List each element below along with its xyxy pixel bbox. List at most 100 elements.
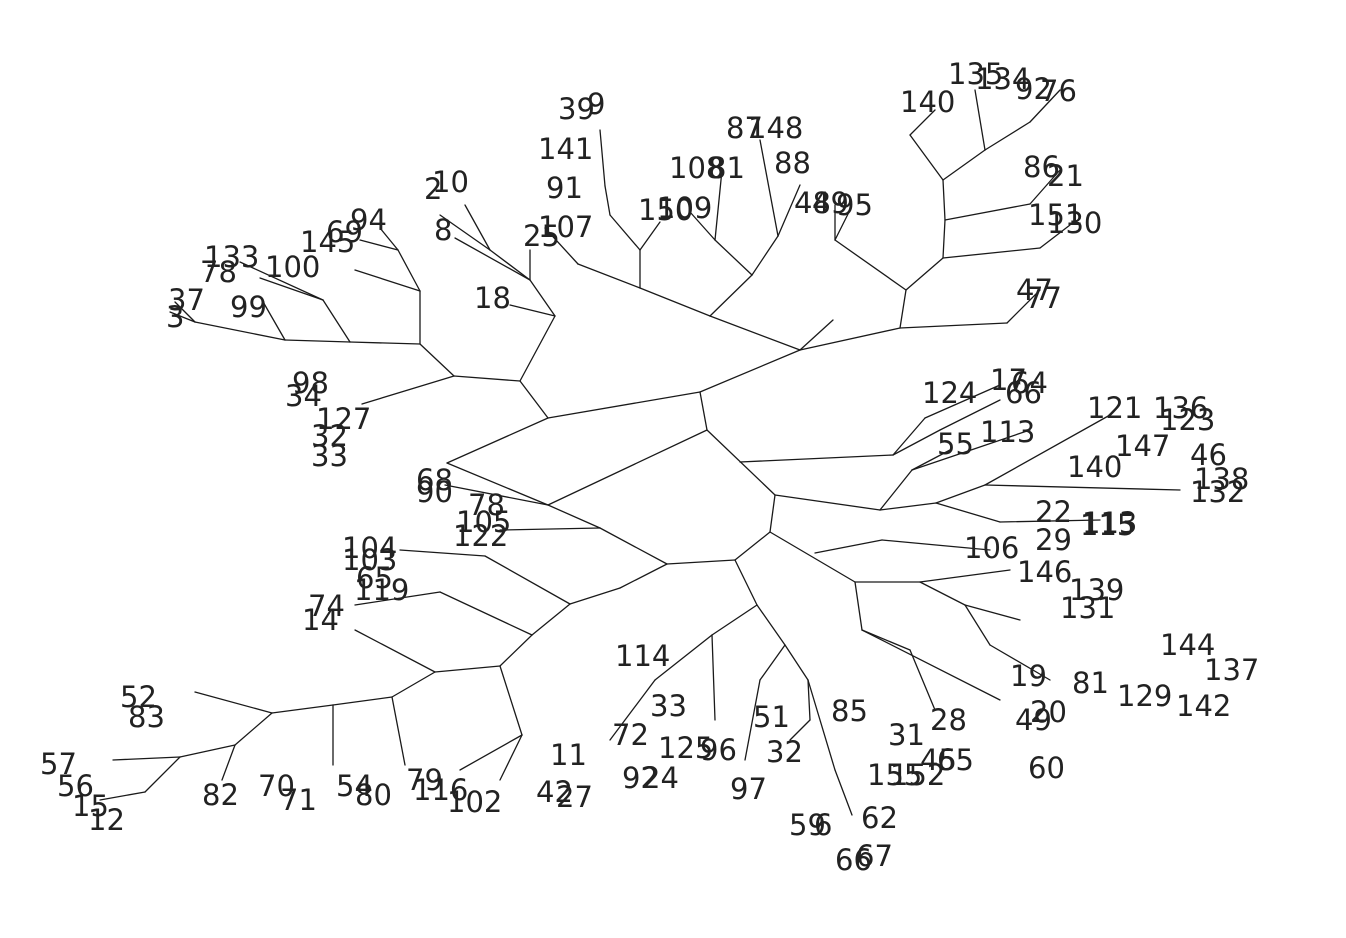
tree-edge	[499, 527, 601, 531]
leaf-label: 124	[922, 376, 977, 410]
leaf-label: 140	[900, 85, 955, 119]
tree-edge	[439, 591, 533, 636]
tree-edge	[1029, 169, 1061, 205]
leaf-label: 14	[302, 603, 339, 637]
leaf-label: 67	[856, 839, 893, 873]
leaf-label: 9	[587, 87, 605, 121]
tree-edge	[984, 414, 1111, 486]
leaf-label: 132	[1190, 475, 1245, 509]
tree-edge	[464, 204, 491, 251]
tree-edge	[284, 339, 351, 343]
tree-edge	[861, 629, 1001, 701]
tree-edge	[499, 734, 523, 781]
tree-edge	[751, 235, 779, 276]
leaf-label: 77	[1025, 281, 1062, 315]
tree-edge	[789, 719, 811, 741]
tree-edge	[453, 375, 521, 382]
tree-edge	[689, 211, 716, 241]
leaf-label: 17	[990, 363, 1027, 397]
tree-edge	[484, 555, 571, 605]
leaf-label: 76	[1040, 74, 1077, 108]
leaf-label: 81	[1072, 666, 1109, 700]
tree-edge	[144, 756, 181, 793]
tree-edge	[814, 539, 883, 554]
tree-edge	[892, 417, 926, 456]
tree-edge	[834, 769, 853, 816]
leaf-label: 141	[538, 132, 593, 166]
tree-edges	[99, 89, 1181, 816]
tree-edge	[879, 502, 937, 511]
leaf-label: 6	[814, 808, 832, 842]
leaf-label: 116	[413, 773, 468, 807]
tree-edge	[354, 629, 436, 673]
tree-edge	[354, 269, 421, 292]
leaf-label: 114	[615, 639, 670, 673]
leaf-label: 49	[812, 186, 849, 220]
leaf-label: 79	[406, 763, 443, 797]
leaf-label: 127	[316, 402, 371, 436]
tree-edge	[744, 679, 761, 761]
tree-edge	[739, 454, 894, 463]
leaf-label: 95	[836, 188, 873, 222]
tree-edge	[964, 604, 991, 646]
tree-edge	[909, 649, 936, 711]
tree-edge	[1006, 289, 1041, 324]
leaf-label: 150	[638, 193, 693, 227]
tree-edge	[769, 531, 856, 583]
tree-edge	[577, 263, 641, 289]
tree-edge	[239, 261, 324, 301]
leaf-label: 135	[948, 57, 1003, 91]
tree-edge	[519, 380, 549, 419]
leaf-label: 34	[285, 379, 322, 413]
tree-edge	[799, 327, 901, 351]
leaf-label: 142	[1176, 689, 1231, 723]
tree-edge	[547, 429, 708, 506]
tree-edge	[942, 149, 986, 181]
tree-edge	[881, 539, 991, 551]
tree-edge	[1039, 224, 1071, 249]
leaf-label: 129	[1117, 679, 1172, 713]
tree-edge	[221, 744, 236, 781]
tree-edge	[391, 671, 436, 698]
leaf-label: 45	[920, 743, 957, 777]
leaf-label: 48	[794, 186, 831, 220]
leaf-label: 15	[72, 789, 109, 823]
tree-edge	[531, 603, 571, 636]
leaf-label: 27	[556, 780, 593, 814]
leaf-label: 88	[774, 146, 811, 180]
tree-edge	[174, 301, 196, 323]
leaf-label: 121	[1087, 391, 1142, 425]
leaf-label: 113	[980, 415, 1035, 449]
leaf-label: 138	[1194, 462, 1249, 496]
leaf-label: 130	[1047, 206, 1102, 240]
tree-edge	[834, 239, 907, 291]
tree-edge	[599, 129, 606, 187]
leaf-label: 51	[753, 700, 790, 734]
leaf-label: 80	[355, 778, 392, 812]
leaf-label: 74	[308, 589, 345, 623]
leaf-label: 47	[1016, 273, 1053, 307]
tree-edge	[834, 209, 851, 241]
tree-edge	[639, 221, 661, 251]
tree-edge	[544, 227, 579, 265]
leaf-label: 56	[57, 769, 94, 803]
tree-edge	[769, 494, 776, 533]
tree-edge	[911, 449, 951, 471]
tree-edge	[519, 315, 556, 382]
leaf-label: 131	[1060, 591, 1115, 625]
tree-edge	[499, 634, 533, 667]
tree-edge	[984, 121, 1031, 151]
leaf-label: 64	[1011, 366, 1048, 400]
leaf-label: 104	[342, 531, 397, 565]
tree-edge	[359, 239, 399, 251]
leaf-label: 99	[230, 290, 267, 324]
leaf-label: 12	[88, 803, 125, 837]
leaf-label: 106	[964, 531, 1019, 565]
leaf-label: 148	[748, 111, 803, 145]
tree-edge	[434, 665, 501, 673]
leaf-label: 2	[424, 172, 442, 206]
tree-edge	[911, 429, 1031, 471]
leaf-label: 42	[536, 775, 573, 809]
leaf-label: 65	[356, 561, 393, 595]
leaf-label: 136	[1153, 391, 1208, 425]
